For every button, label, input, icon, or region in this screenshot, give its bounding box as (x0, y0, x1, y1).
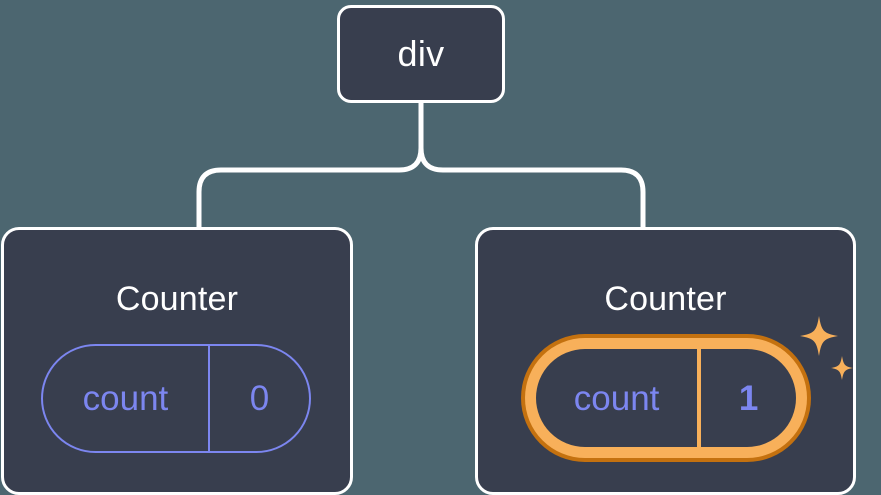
counter-title: Counter (115, 280, 239, 318)
sparkles-icon (800, 316, 853, 380)
state-pill-highlight-ring: count 1 (525, 338, 807, 458)
node-div-label: div (397, 33, 445, 74)
connector-left (196, 100, 424, 230)
state-value-label: 1 (697, 349, 796, 447)
state-pill-right-highlighted[interactable]: count 1 (521, 334, 811, 462)
connector-right (418, 100, 646, 230)
node-div[interactable]: div (337, 5, 505, 103)
state-value-label: 0 (207, 346, 309, 451)
sparkle-large-icon (800, 316, 838, 356)
state-pill-highlight-outline: count 1 (521, 334, 811, 462)
state-key-label: count (82, 379, 169, 418)
state-pill-left[interactable]: count 0 (41, 344, 311, 453)
counter-title: Counter (604, 280, 727, 318)
state-pill-body: count 0 (41, 344, 311, 453)
state-key-label: count (573, 378, 660, 418)
state-pill-body: count 1 (536, 349, 796, 447)
sparkle-small-icon (831, 356, 853, 380)
